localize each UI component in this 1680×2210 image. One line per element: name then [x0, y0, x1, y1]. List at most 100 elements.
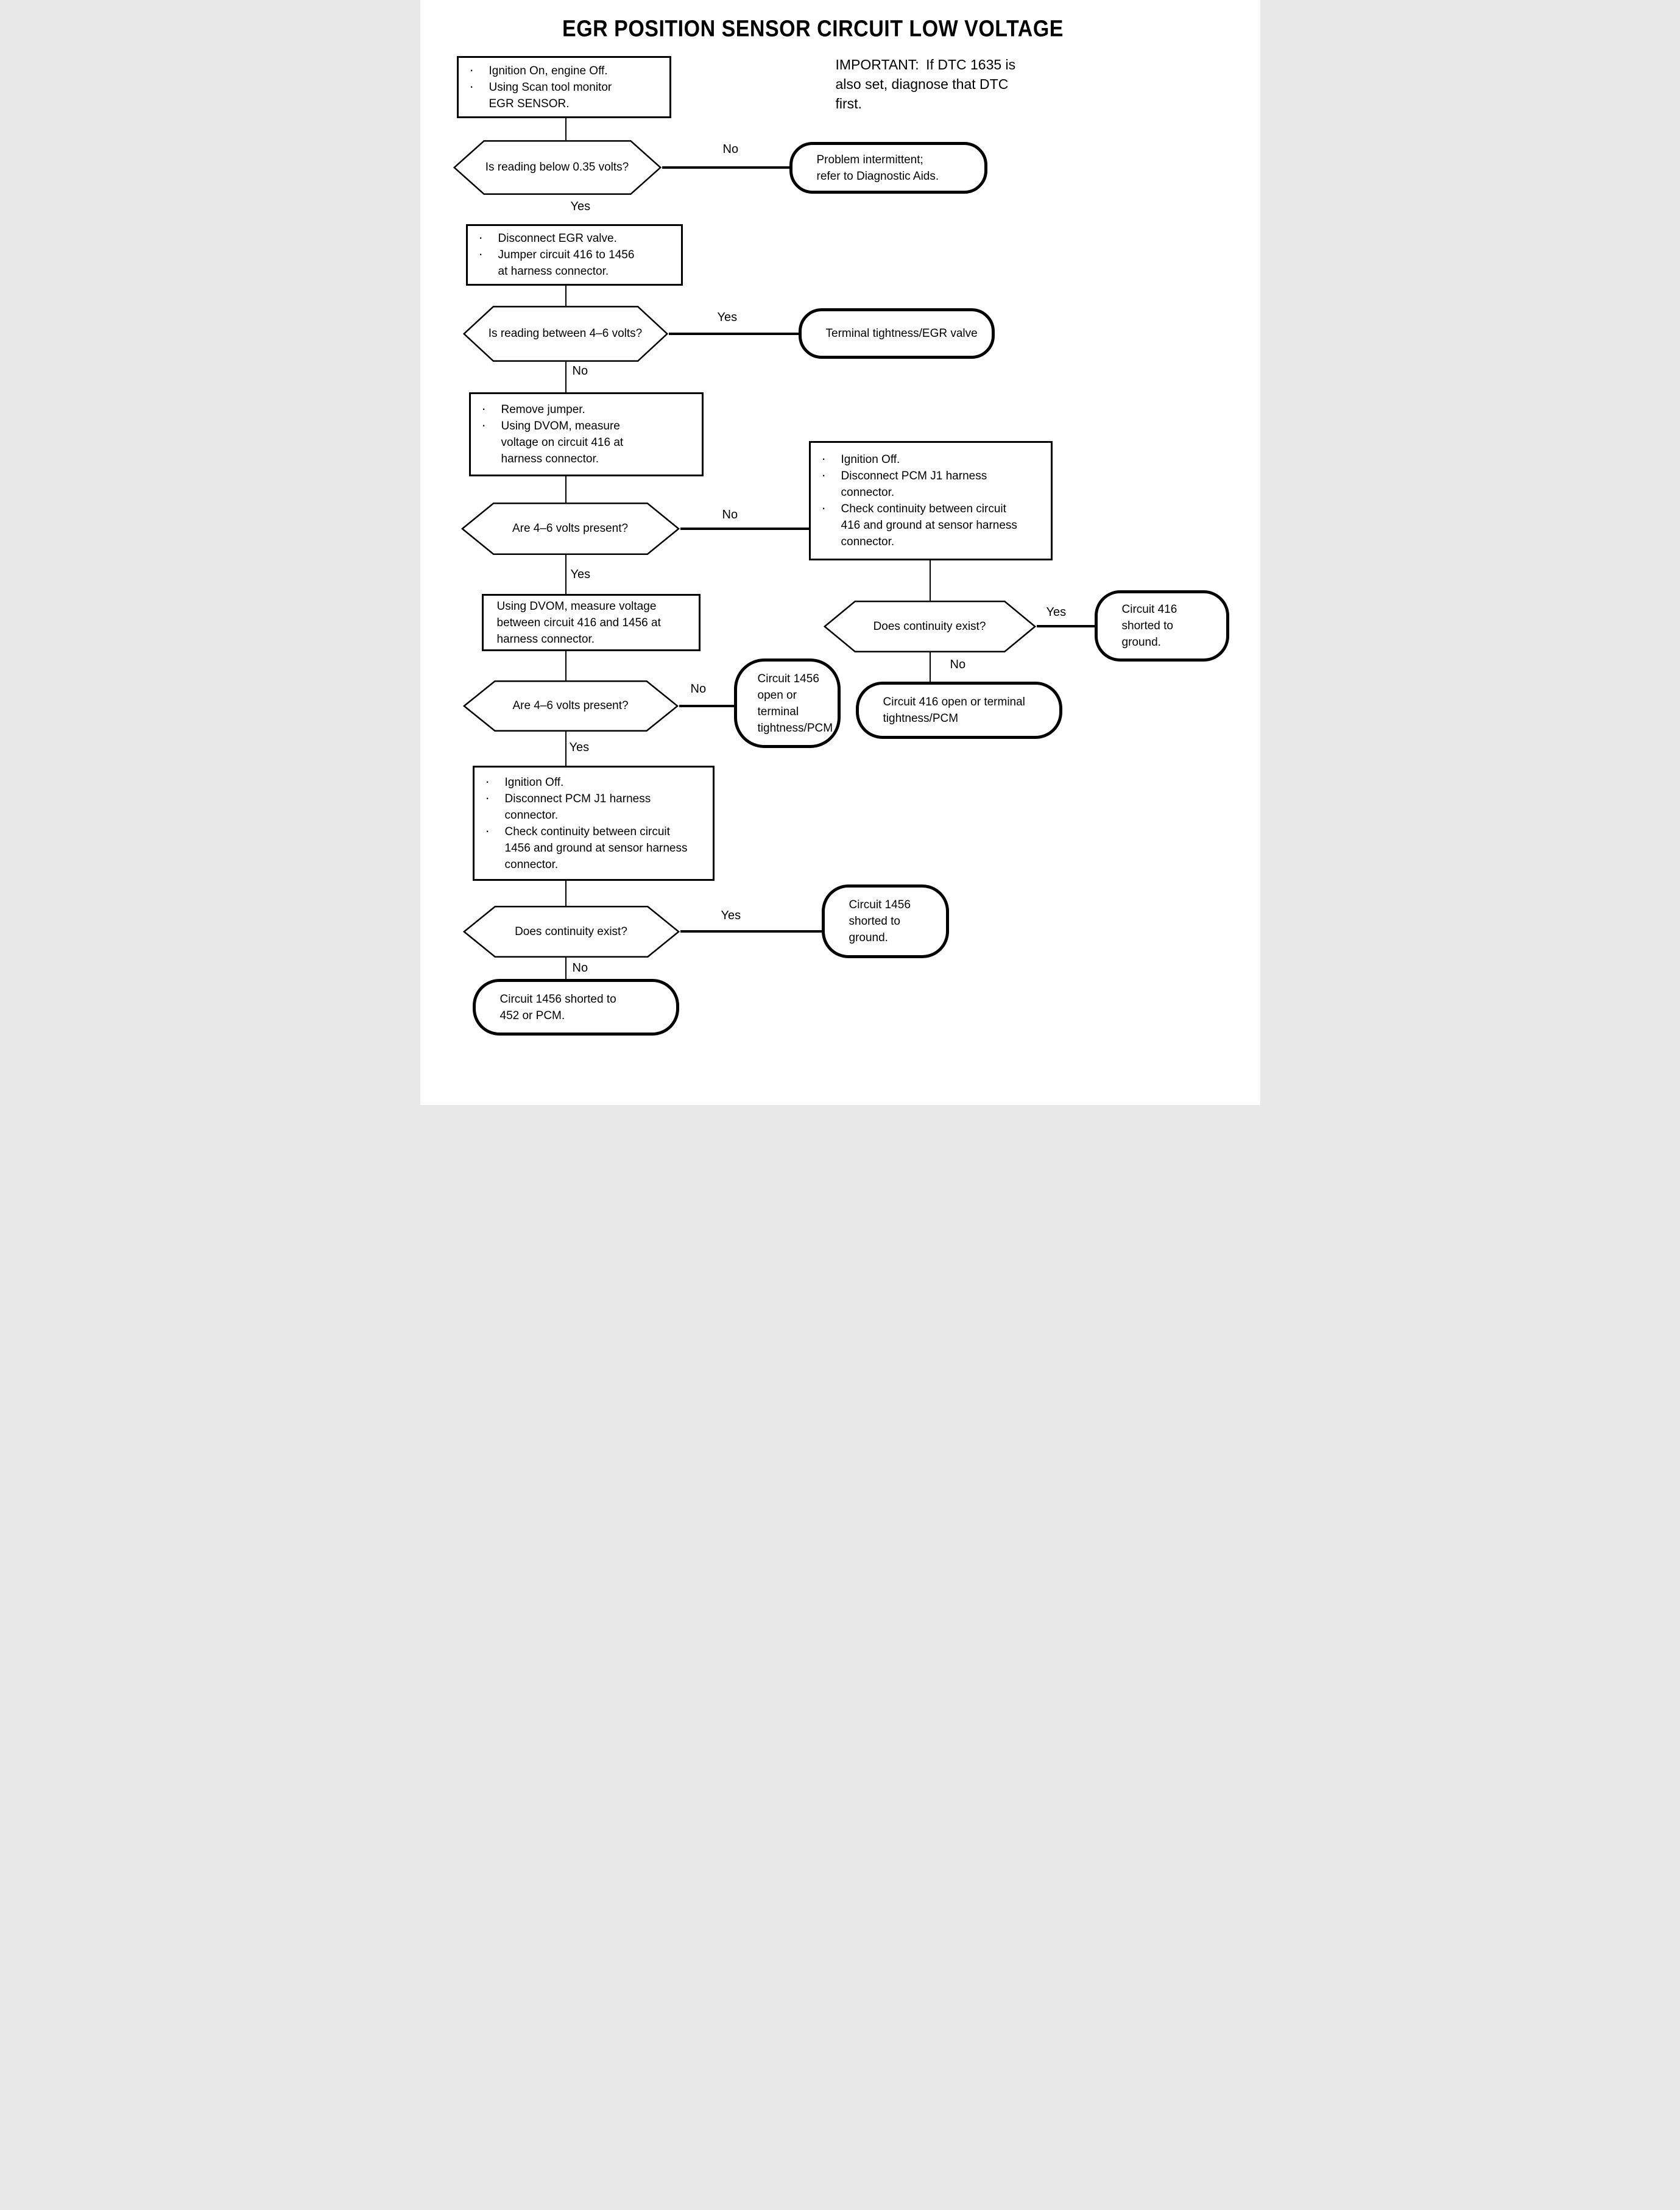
edge-measure-to-volts-present-2 [565, 651, 566, 680]
bullet-icon: · [821, 500, 826, 515]
list-item: · Disconnect PCM J1 harness connector. [811, 467, 1051, 501]
bullet-icon: · [481, 401, 486, 416]
list-item-text: Using Scan tool monitor EGR SENSOR. [489, 80, 612, 110]
list-item-text: Disconnect PCM J1 harness connector. [504, 792, 651, 822]
hexagon-shape [823, 601, 1037, 652]
process-measure-416-1456: Using DVOM, measure voltage between circ… [481, 594, 701, 651]
list-item: · Check continuity between circuit 416 an… [811, 500, 1051, 550]
list-item: · Jumper circuit 416 to 1456 at harness c… [468, 246, 681, 280]
terminal-text: Terminal tightness/EGR valve [825, 327, 978, 340]
edge-no-to-1456-open [679, 705, 734, 707]
edge-label-no-4: No [950, 658, 966, 671]
edge-label-yes-3: Yes [570, 568, 591, 581]
process-start: · Ignition On, engine Off. · Using Scan to… [456, 56, 671, 118]
list-item: · Using Scan tool monitor EGR SENSOR. [459, 79, 669, 112]
important-note: IMPORTANT: If DTC 1635 is also set, diag… [835, 57, 1016, 111]
bullet-list: · Ignition On, engine Off. · Using Scan to… [459, 62, 669, 112]
terminal-text: Circuit 416 shorted to ground. [1121, 603, 1177, 649]
list-item: · Disconnect PCM J1 harness connector. [475, 789, 713, 824]
list-item-text: Disconnect PCM J1 harness connector. [841, 470, 987, 499]
list-item-text: Using DVOM, measure voltage on circuit 4… [501, 420, 624, 465]
terminal-text: Circuit 1456 shorted to 452 or PCM. [499, 992, 616, 1022]
hexagon-shape [462, 306, 669, 362]
page-title: EGR POSITION SENSOR CIRCUIT LOW VOLTAGE [562, 16, 1064, 42]
terminal-text: Problem intermittent; refer to Diagnosti… [816, 153, 939, 183]
edge-continuity-2-to-1456-shorted-452 [565, 958, 566, 979]
bullet-icon: · [481, 417, 486, 432]
edge-no-to-problem-intermittent [662, 166, 789, 169]
terminal-circuit-1456-shorted-452: Circuit 1456 shorted to 452 or PCM. [472, 979, 679, 1036]
hexagon-shape [462, 680, 679, 732]
terminal-text: Circuit 1456 shorted to ground. [849, 898, 911, 944]
edge-yes-to-terminal-tightness [668, 333, 799, 335]
list-item: · Using DVOM, measure voltage on circuit … [471, 417, 702, 467]
list-item: · Ignition Off. [811, 451, 1051, 468]
bullet-list: · Disconnect EGR valve. · Jumper circuit 4… [468, 230, 681, 280]
terminal-circuit-1456-shorted-ground: Circuit 1456 shorted to ground. [821, 884, 949, 958]
list-item-text: Ignition Off. [504, 775, 564, 789]
decision-text: Are 4–6 volts present? [512, 699, 629, 712]
flowchart-page: EGR POSITION SENSOR CIRCUIT LOW VOLTAGE … [420, 0, 1260, 1105]
list-item-text: Remove jumper. [501, 403, 585, 416]
bullet-icon: · [821, 467, 826, 482]
decision-reading-between-4-6: Is reading between 4–6 volts? [462, 306, 669, 362]
decision-text: Are 4–6 volts present? [512, 522, 629, 535]
process-text: Using DVOM, measure voltage between circ… [496, 599, 661, 646]
bullet-icon: · [469, 62, 474, 77]
list-item: · Disconnect EGR valve. [468, 230, 681, 247]
decision-continuity-exist-1: Does continuity exist? [823, 601, 1037, 652]
terminal-text: Circuit 1456 open or terminal tightness/… [757, 672, 833, 735]
edge-label-yes-6: Yes [721, 909, 741, 922]
process-jumper-circuit: · Disconnect EGR valve. · Jumper circuit 4… [465, 224, 683, 286]
list-item: · Ignition On, engine Off. [459, 62, 669, 79]
edge-continuity-1-to-416-open [929, 652, 931, 682]
list-item-text: Ignition On, engine Off. [489, 64, 608, 77]
edge-check-416-to-continuity-exist-1 [929, 560, 931, 601]
bullet-list: · Remove jumper. · Using DVOM, measure vol… [471, 401, 702, 467]
edge-no-to-check-416-continuity [680, 528, 809, 530]
list-item: ·Check continuity between circuit 1456 a… [475, 823, 713, 873]
bullet-icon: · [469, 78, 474, 94]
bullet-icon: · [821, 451, 826, 466]
bullet-list: · Ignition Off. · Disconnect PCM J1 harnes… [475, 774, 713, 873]
process-check-1456-continuity: · Ignition Off. · Disconnect PCM J1 harnes… [472, 766, 715, 881]
edge-jumper-to-reading-between [565, 286, 566, 306]
list-item-text: Jumper circuit 416 to 1456 at harness co… [498, 249, 635, 278]
terminal-tightness-egr-valve: Terminal tightness/EGR valve [798, 308, 995, 359]
bullet-list: · Ignition Off. · Disconnect PCM J1 harnes… [811, 451, 1051, 550]
terminal-circuit-416-shorted: Circuit 416 shorted to ground. [1094, 590, 1229, 662]
process-remove-jumper: · Remove jumper. · Using DVOM, measure vol… [468, 392, 704, 476]
edge-label-no-5: No [690, 682, 707, 696]
list-item-text: Disconnect EGR valve. [498, 232, 617, 245]
hexagon-shape [461, 503, 680, 555]
decision-text: Does continuity exist? [515, 925, 627, 938]
terminal-circuit-416-open: Circuit 416 open or terminal tightness/P… [855, 682, 1062, 739]
bullet-icon: · [478, 230, 483, 245]
edge-start-to-reading-below [565, 118, 566, 140]
hexagon-shape [462, 906, 680, 958]
list-item-text: Check continuity between circuit 416 and… [841, 503, 1017, 548]
edge-reading-between-to-remove-jumper [565, 362, 566, 392]
list-item-text: Check continuity between circuit 1456 an… [504, 825, 688, 871]
decision-volts-present-2: Are 4–6 volts present? [462, 680, 679, 732]
list-item-text: Ignition Off. [841, 453, 900, 466]
bullet-icon: · [485, 789, 490, 805]
terminal-text: Circuit 416 open or terminal tightness/P… [883, 696, 1025, 725]
bullet-icon: · [485, 773, 490, 789]
decision-continuity-exist-2: Does continuity exist? [462, 906, 680, 958]
edge-label-yes-5: Yes [569, 741, 590, 754]
decision-text: Does continuity exist? [873, 620, 986, 633]
terminal-problem-intermittent: Problem intermittent; refer to Diagnosti… [789, 142, 987, 194]
edge-label-no-6: No [572, 961, 588, 975]
list-item: · Ignition Off. [475, 774, 713, 791]
process-check-416-continuity: · Ignition Off. · Disconnect PCM J1 harnes… [808, 441, 1053, 560]
edge-label-yes-2: Yes [717, 311, 738, 324]
edge-volts-present-1-to-measure [565, 555, 566, 594]
edge-label-no-1: No [722, 143, 739, 156]
edge-remove-jumper-to-volts-present-1 [565, 476, 566, 503]
edge-volts-present-2-to-check-1456 [565, 732, 566, 766]
edge-check-1456-to-continuity-exist-2 [565, 881, 566, 906]
edge-label-no-3: No [722, 508, 738, 521]
bullet-icon: · [478, 246, 483, 261]
edge-label-no-2: No [572, 364, 588, 378]
